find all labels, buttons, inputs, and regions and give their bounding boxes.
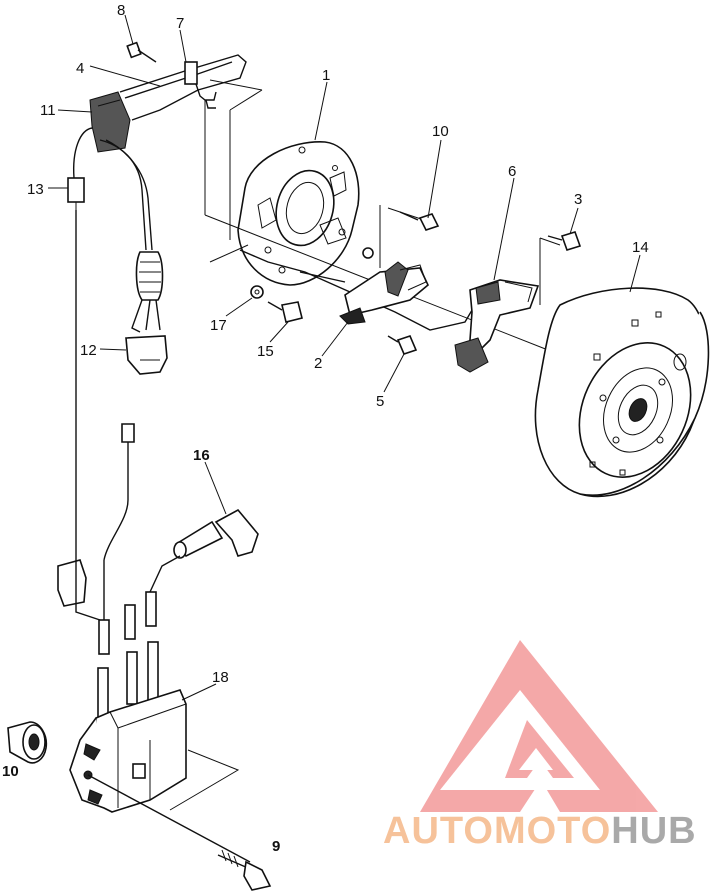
ignition-coil	[69, 689, 251, 863]
bolt-8	[126, 41, 157, 63]
callout-labels: 1 2 3 4 5 6 7 8 9 10 10 11 12 13 14 15 1…	[2, 2, 649, 855]
callout-5: 5	[376, 393, 384, 410]
callout-7: 7	[176, 15, 184, 32]
watermark-text: AUTOMOTOHUB	[383, 810, 697, 852]
wire-harness	[67, 54, 479, 560]
callout-4: 4	[76, 60, 84, 77]
coil-leads	[57, 423, 159, 719]
callout-14: 14	[632, 239, 649, 256]
callout-1: 1	[322, 67, 330, 84]
lighting-coil-arm	[454, 279, 540, 373]
screw-15	[267, 301, 303, 323]
watermark-text-automoto: AUTOMOTO	[383, 810, 611, 852]
watermark-text-hub: HUB	[611, 810, 696, 852]
leader-lines	[48, 14, 641, 701]
bolt-9	[217, 849, 272, 891]
pickup-bracket	[299, 261, 429, 325]
callout-3: 3	[574, 191, 582, 208]
spark-plug-cap	[149, 508, 259, 593]
screw-5	[387, 335, 418, 355]
callout-17: 17	[210, 317, 227, 334]
callout-10-bottom: 10	[2, 763, 19, 780]
callout-18: 18	[212, 669, 229, 686]
spacer-10-bottom	[7, 721, 48, 764]
callout-15: 15	[257, 343, 274, 360]
callout-13: 13	[27, 181, 44, 198]
callout-10-top: 10	[432, 123, 449, 140]
callout-11: 11	[40, 102, 56, 119]
screw-10-top	[399, 211, 440, 231]
callout-12: 12	[80, 342, 97, 359]
callout-2: 2	[314, 355, 322, 372]
callout-8: 8	[117, 2, 125, 19]
callout-9: 9	[272, 838, 280, 855]
stator-plate	[237, 141, 360, 286]
washer-17	[250, 285, 264, 299]
screw-3	[547, 231, 582, 251]
flywheel	[534, 287, 710, 498]
callout-6: 6	[508, 163, 516, 180]
hardware	[7, 41, 582, 891]
watermark-logo	[420, 640, 658, 812]
callout-16: 16	[193, 447, 210, 464]
